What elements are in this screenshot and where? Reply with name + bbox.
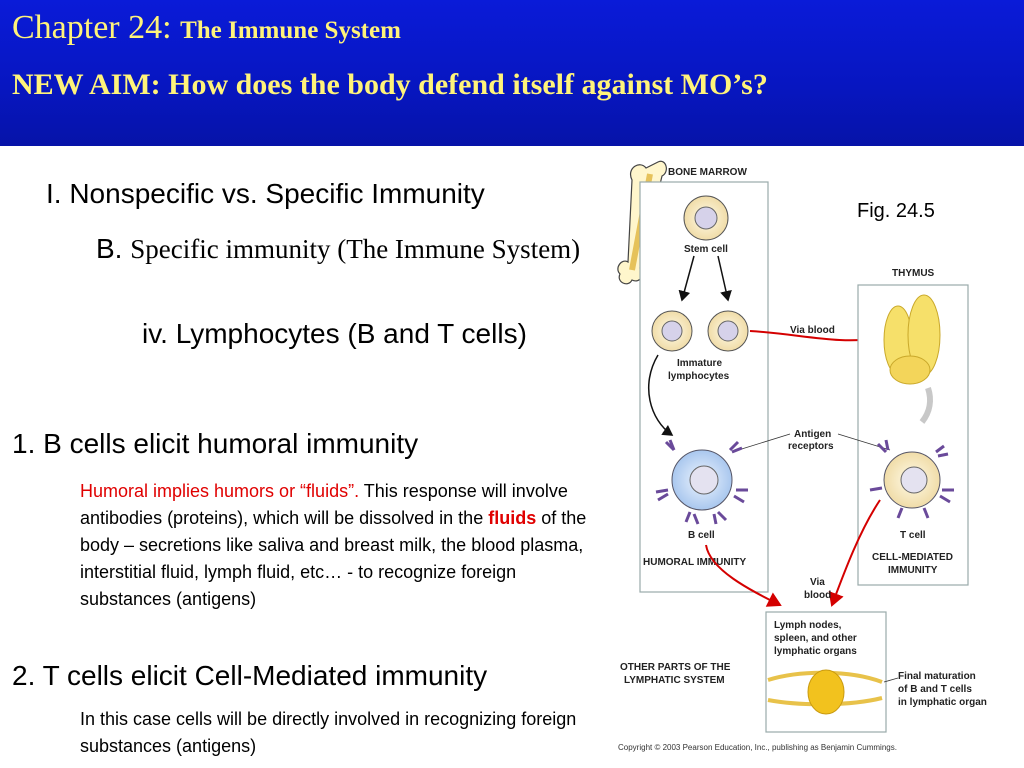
point1-emphasis: fluids bbox=[488, 508, 537, 528]
b-cell-label: B cell bbox=[688, 530, 715, 541]
antigen-label-2: receptors bbox=[788, 441, 834, 452]
thymus-label: THYMUS bbox=[892, 268, 935, 279]
final-label-3: in lymphatic organ bbox=[898, 697, 987, 708]
final-label-1: Final maturation bbox=[898, 671, 976, 682]
subsection-letter: B. bbox=[96, 233, 123, 264]
title-banner: Chapter 24: The Immune System NEW AIM: H… bbox=[0, 0, 1024, 146]
point1-text-a: This response will involve antibodies (p… bbox=[80, 481, 568, 528]
final-label-2: of B and T cells bbox=[898, 684, 972, 695]
point2-paragraph: In this case cells will be directly invo… bbox=[80, 709, 577, 756]
other-parts-label-1: OTHER PARTS OF THE bbox=[620, 662, 731, 673]
humoral-label: HUMORAL IMMUNITY bbox=[643, 557, 746, 568]
via-blood-bottom-2: blood bbox=[804, 590, 831, 601]
point1-paragraph: Humoral implies humors or “fluids”. This… bbox=[80, 478, 600, 613]
point2-heading: 2. T cells elicit Cell-Mediated immunity bbox=[12, 660, 488, 691]
lymph-label-2: spleen, and other bbox=[774, 633, 857, 644]
t-cell bbox=[869, 439, 954, 519]
outline-subsubsection: iv. Lymphocytes (B and T cells) bbox=[142, 318, 527, 349]
lymphocyte-figure: BONE MARROW Stem cell Immature lymphocyt… bbox=[617, 160, 987, 752]
cell-mediated-label-1: CELL-MEDIATED bbox=[872, 552, 953, 563]
t-cell-label: T cell bbox=[900, 530, 926, 541]
aim-title: NEW AIM: How does the body defend itself… bbox=[12, 68, 768, 101]
humoral-panel bbox=[639, 181, 769, 593]
outline-subsection: B. Specific immunity (The Immune System) bbox=[96, 229, 606, 269]
cell-mediated-label-2: IMMUNITY bbox=[888, 565, 938, 576]
via-blood-bottom-1: Via bbox=[810, 577, 825, 588]
point1-heading: 1. B cells elicit humoral immunity bbox=[12, 428, 419, 459]
b-cell bbox=[655, 439, 748, 525]
antigen-label-1: Antigen bbox=[794, 429, 831, 440]
immature-label-1: Immature bbox=[677, 358, 722, 369]
figure-number: Fig. 24.5 bbox=[857, 200, 935, 222]
stem-cell-label: Stem cell bbox=[684, 244, 728, 255]
lymph-node-icon bbox=[767, 669, 883, 715]
point1-red-intro: Humoral implies humors or “fluids”. bbox=[80, 481, 360, 501]
copyright: Copyright © 2003 Pearson Education, Inc.… bbox=[618, 743, 897, 752]
via-blood-top: Via blood bbox=[790, 325, 835, 336]
outline-section: I. Nonspecific vs. Specific Immunity bbox=[46, 178, 485, 209]
lymph-label-1: Lymph nodes, bbox=[774, 620, 842, 631]
subsection-text: Specific immunity (The Immune System) bbox=[130, 234, 581, 264]
chapter-title: Chapter 24: The Immune System bbox=[12, 8, 401, 51]
point1-text-b: of the body – secretions like saliva and… bbox=[80, 508, 587, 609]
lymph-label-3: lymphatic organs bbox=[774, 646, 857, 657]
other-parts-label-2: LYMPHATIC SYSTEM bbox=[624, 675, 725, 686]
chapter-subtitle: The Immune System bbox=[180, 17, 401, 44]
immature-label-2: lymphocytes bbox=[668, 371, 730, 382]
bone-marrow-label: BONE MARROW bbox=[668, 167, 747, 178]
thymus-icon bbox=[883, 294, 941, 385]
chapter-label: Chapter 24: bbox=[12, 9, 172, 46]
